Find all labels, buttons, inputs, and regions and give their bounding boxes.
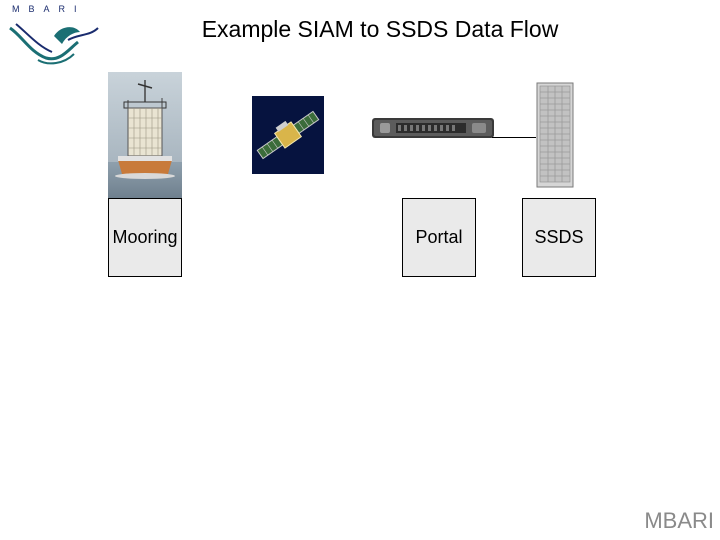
portal-box: Portal (402, 198, 476, 277)
ssds-box: SSDS (522, 198, 596, 277)
mooring-photo (108, 72, 182, 198)
mooring-buoy-icon (108, 72, 182, 198)
slide-title: Example SIAM to SSDS Data Flow (201, 16, 559, 42)
server-icon (372, 118, 494, 138)
logo-text: MBARI (12, 4, 86, 14)
logo-wave-icon (9, 23, 99, 65)
portal-ssds-connector (492, 137, 536, 138)
portal-label: Portal (415, 227, 463, 247)
server-rack-icon (536, 82, 574, 188)
satellite-icon (256, 110, 320, 160)
ssds-rack-image (536, 82, 574, 188)
footer-brand: MBARI (644, 508, 714, 533)
mooring-box: Mooring (108, 198, 182, 277)
satellite-image (252, 96, 324, 174)
ssds-label: SSDS (534, 227, 584, 247)
mbari-logo: MBARI (8, 4, 104, 66)
mooring-label: Mooring (112, 227, 178, 247)
portal-server-image (372, 114, 494, 142)
